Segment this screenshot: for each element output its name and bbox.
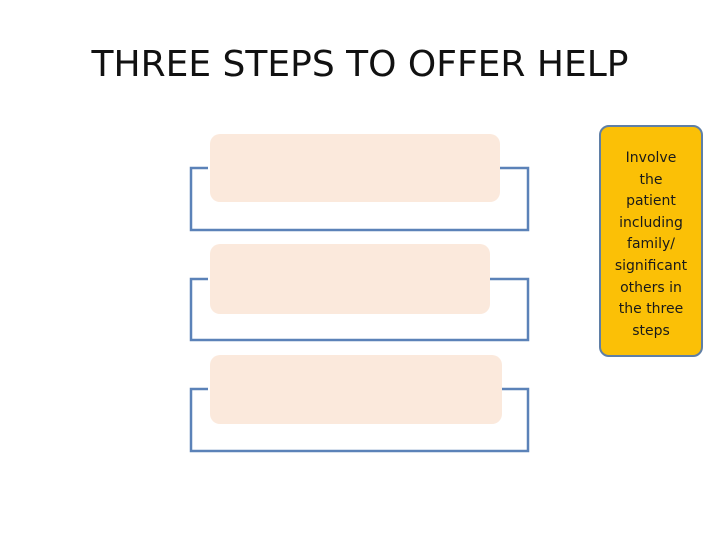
- note-line: significant: [614, 257, 688, 274]
- note-line: including: [619, 214, 683, 231]
- note-line: the: [639, 171, 663, 188]
- step-box: [210, 134, 500, 202]
- bracket-step-3: [189, 387, 530, 453]
- step-box: [210, 355, 502, 424]
- note-line: family/: [627, 236, 675, 253]
- note-line: Involve: [625, 150, 677, 166]
- note-line: the three: [618, 301, 684, 318]
- step-box: [210, 244, 490, 314]
- callout-note: Involve the patient including family/ si…: [599, 125, 703, 357]
- note-line: others in: [620, 279, 682, 296]
- note-line: patient: [626, 193, 676, 210]
- bracket-step-1: [189, 166, 530, 232]
- slide-title: THREE STEPS TO OFFER HELP: [91, 44, 629, 85]
- note-line: steps: [632, 322, 670, 339]
- bracket-step-2: [189, 277, 530, 342]
